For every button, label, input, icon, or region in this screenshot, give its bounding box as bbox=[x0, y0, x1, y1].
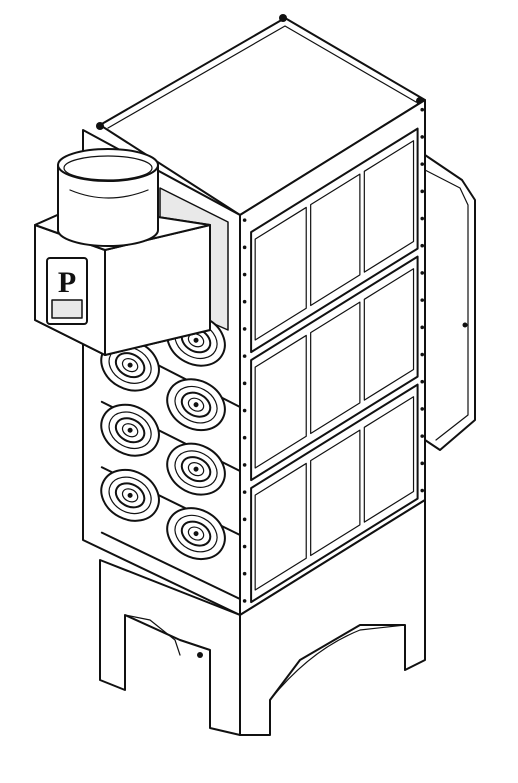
cartridge-ring bbox=[108, 346, 152, 384]
cartridge-ring bbox=[180, 391, 212, 418]
cartridge-ring bbox=[180, 520, 212, 547]
edge-bolt bbox=[420, 461, 425, 466]
cartridge-ring bbox=[121, 358, 139, 373]
cartridge-hub bbox=[193, 531, 199, 537]
cartridge-ring bbox=[108, 476, 152, 515]
door-panel bbox=[254, 334, 307, 469]
base-stand bbox=[99, 499, 426, 736]
edge-bolt bbox=[420, 298, 425, 302]
cartridge-ring bbox=[174, 450, 218, 488]
cartridge-ring bbox=[121, 423, 139, 438]
cartridge-ring bbox=[114, 417, 146, 444]
edge-bolt bbox=[420, 162, 425, 166]
cartridge-ring bbox=[187, 526, 205, 541]
cartridge-ring bbox=[180, 456, 212, 483]
edge-bolt bbox=[420, 216, 425, 221]
door-panel bbox=[363, 140, 415, 273]
inlet-duct bbox=[57, 148, 159, 247]
edge-bolt bbox=[242, 517, 247, 522]
edge-bolt bbox=[242, 408, 247, 413]
cartridge-hub bbox=[193, 337, 199, 343]
door-frame bbox=[250, 127, 419, 354]
edge-bolt bbox=[420, 488, 425, 493]
cartridge-hub bbox=[127, 427, 133, 433]
edge-bolt bbox=[242, 571, 247, 576]
cartridge-ring bbox=[187, 462, 205, 477]
edge-bolt bbox=[242, 490, 247, 494]
cartridge-ring bbox=[108, 411, 152, 450]
filter-cartridge bbox=[100, 468, 160, 522]
cartridge-ring bbox=[187, 333, 205, 348]
edge-bolt bbox=[420, 271, 425, 275]
door-panel bbox=[310, 301, 361, 435]
filter-cartridge bbox=[166, 507, 226, 561]
edge-bolt bbox=[242, 218, 247, 222]
edge-bolt bbox=[242, 381, 247, 386]
edge-bolt bbox=[420, 434, 425, 438]
cartridge-ring bbox=[121, 488, 139, 503]
door-panel bbox=[363, 268, 415, 401]
edge-bolt bbox=[420, 379, 425, 384]
edge-bolt bbox=[242, 327, 247, 331]
edge-bolt bbox=[242, 544, 247, 549]
door-panel bbox=[363, 396, 415, 523]
door-frame bbox=[250, 255, 419, 482]
edge-bolt bbox=[242, 599, 247, 603]
cartridge-ring bbox=[174, 514, 218, 553]
door-panel bbox=[310, 173, 361, 307]
edge-bolt bbox=[420, 107, 425, 112]
edge-bolt bbox=[420, 407, 425, 411]
edge-bolt bbox=[420, 135, 425, 139]
door-panel bbox=[254, 206, 307, 341]
edge-bolt bbox=[242, 245, 247, 250]
cartridge-hub bbox=[127, 492, 133, 498]
edge-bolt bbox=[420, 243, 425, 248]
logo-badge: P bbox=[46, 257, 88, 325]
edge-bolt bbox=[420, 189, 425, 194]
door-panel bbox=[310, 429, 361, 557]
edge-bolt bbox=[242, 435, 247, 440]
cartridge-hub bbox=[127, 362, 133, 368]
cartridge-hub bbox=[193, 402, 199, 408]
door-panel bbox=[254, 462, 307, 591]
cartridge-ring bbox=[174, 385, 218, 424]
edge-bolt bbox=[420, 325, 425, 330]
cartridge-ring bbox=[114, 352, 146, 379]
logo-mark: P bbox=[58, 266, 76, 299]
door-frame bbox=[250, 383, 419, 604]
access-doors bbox=[250, 127, 419, 604]
cartridge-ring bbox=[114, 482, 146, 509]
filter-cartridge bbox=[166, 378, 226, 432]
filter-cartridge bbox=[166, 442, 226, 496]
edge-bolt bbox=[242, 272, 247, 277]
cartridge-ring bbox=[187, 397, 205, 412]
filter-cartridge bbox=[100, 403, 160, 457]
bay-shelf bbox=[100, 531, 241, 600]
edge-bolt bbox=[242, 463, 247, 467]
cartridge-hub bbox=[193, 466, 199, 472]
fan-housing bbox=[424, 154, 476, 451]
edge-bolt bbox=[420, 352, 425, 357]
edge-bolt bbox=[242, 354, 247, 358]
edge-bolt bbox=[242, 299, 247, 304]
